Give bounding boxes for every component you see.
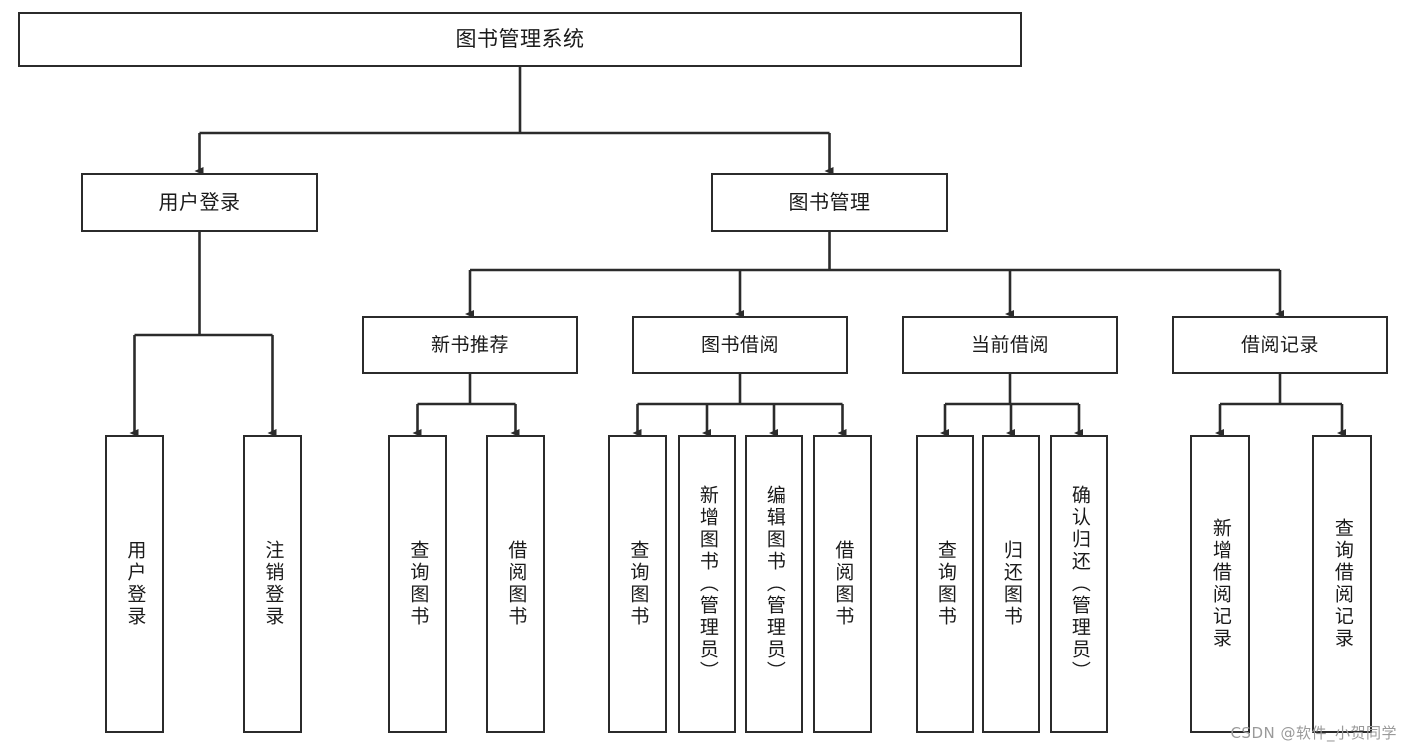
node-leaf-query-borrow-record-label: 查询借阅记录	[1331, 518, 1354, 650]
node-leaf-confirm-return-admin-label: 确认归还（管理员）	[1068, 485, 1091, 683]
node-leaf-query-book-recommend[interactable]: 查询图书	[388, 435, 447, 733]
node-leaf-query-book-current[interactable]: 查询图书	[916, 435, 974, 733]
node-borrow-record[interactable]: 借阅记录	[1172, 316, 1388, 374]
node-user-login[interactable]: 用户登录	[81, 173, 318, 232]
node-book-borrow-label: 图书借阅	[700, 333, 779, 356]
node-leaf-query-book-borrow-label: 查询图书	[627, 540, 650, 628]
node-leaf-add-borrow-record-label: 新增借阅记录	[1209, 518, 1232, 650]
node-user-login-label: 用户登录	[158, 189, 241, 214]
node-leaf-borrow-book[interactable]: 借阅图书	[813, 435, 872, 733]
node-book-manage[interactable]: 图书管理	[711, 173, 948, 232]
node-leaf-user-login-label: 用户登录	[124, 540, 147, 628]
node-leaf-edit-book-admin-label: 编辑图书（管理员）	[763, 485, 786, 683]
tree-edges	[129, 67, 1346, 437]
node-leaf-query-book-recommend-label: 查询图书	[407, 540, 430, 628]
node-borrow-record-label: 借阅记录	[1240, 333, 1319, 356]
node-leaf-add-borrow-record[interactable]: 新增借阅记录	[1190, 435, 1250, 733]
node-leaf-user-logout-label: 注销登录	[262, 540, 285, 628]
node-leaf-query-borrow-record[interactable]: 查询借阅记录	[1312, 435, 1372, 733]
node-leaf-query-book-current-label: 查询图书	[934, 540, 957, 628]
node-current-borrow[interactable]: 当前借阅	[902, 316, 1118, 374]
node-leaf-borrow-book-label: 借阅图书	[832, 540, 855, 628]
node-current-borrow-label: 当前借阅	[970, 333, 1049, 356]
node-leaf-edit-book-admin[interactable]: 编辑图书（管理员）	[745, 435, 803, 733]
node-leaf-user-logout[interactable]: 注销登录	[243, 435, 302, 733]
node-book-borrow[interactable]: 图书借阅	[632, 316, 848, 374]
node-new-book-recommendation[interactable]: 新书推荐	[362, 316, 578, 374]
node-root[interactable]: 图书管理系统	[18, 12, 1022, 67]
node-leaf-user-login[interactable]: 用户登录	[105, 435, 164, 733]
node-book-manage-label: 图书管理	[788, 189, 871, 214]
node-leaf-borrow-book-recommend-label: 借阅图书	[505, 540, 528, 628]
node-leaf-return-book-label: 归还图书	[1000, 540, 1023, 628]
node-leaf-query-book-borrow[interactable]: 查询图书	[608, 435, 667, 733]
node-leaf-confirm-return-admin[interactable]: 确认归还（管理员）	[1050, 435, 1108, 733]
watermark-text: CSDN @软件_小贺同学	[1230, 724, 1397, 742]
node-leaf-borrow-book-recommend[interactable]: 借阅图书	[486, 435, 545, 733]
node-new-book-recommendation-label: 新书推荐	[430, 333, 509, 356]
node-leaf-add-book-admin[interactable]: 新增图书（管理员）	[678, 435, 736, 733]
node-root-label: 图书管理系统	[455, 27, 585, 52]
node-leaf-add-book-admin-label: 新增图书（管理员）	[696, 485, 719, 683]
node-leaf-return-book[interactable]: 归还图书	[982, 435, 1040, 733]
